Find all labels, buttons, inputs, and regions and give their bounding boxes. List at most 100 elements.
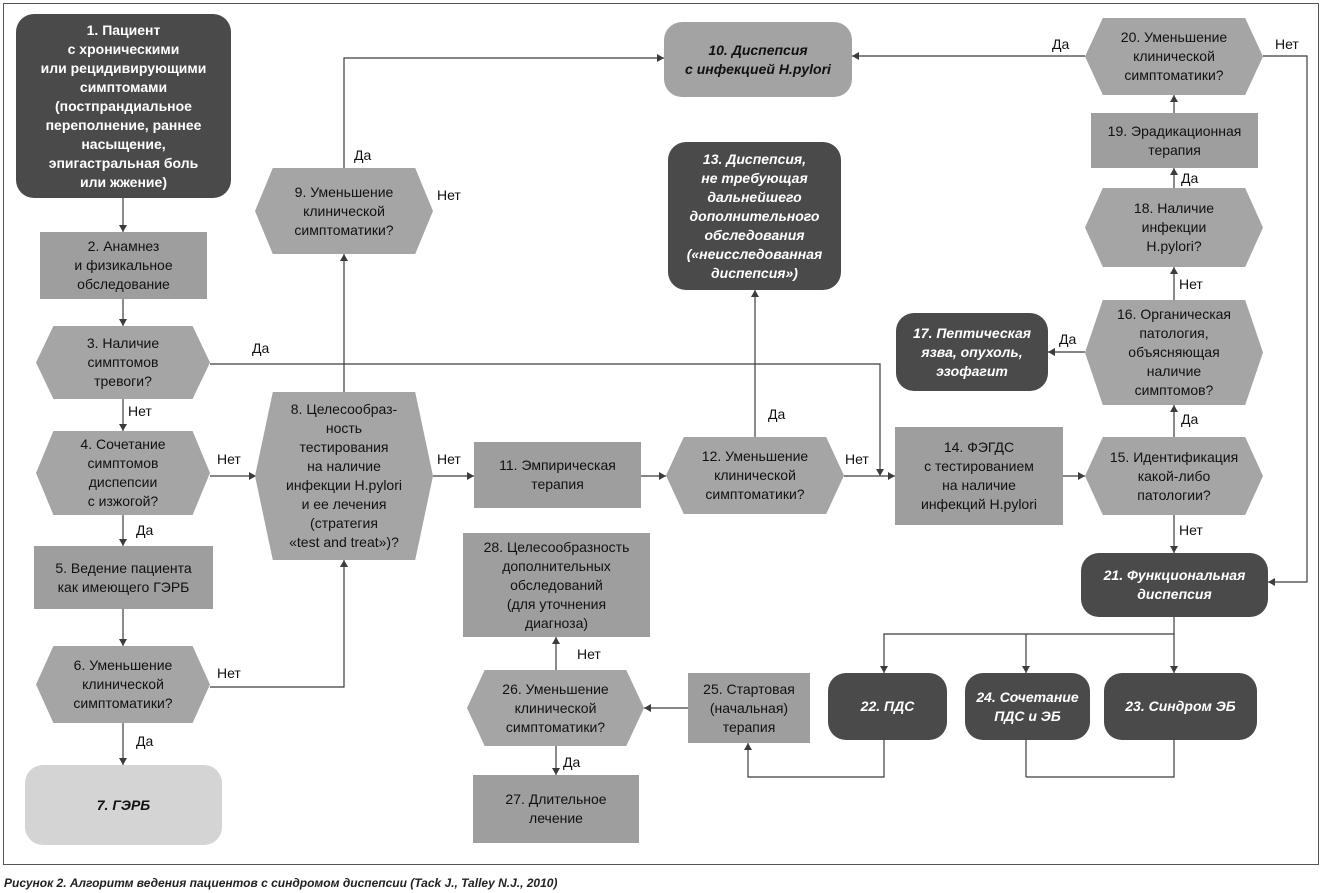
- label-26-yes: Да: [563, 754, 581, 770]
- arrowhead: [876, 469, 884, 476]
- node-12-symptom-relief: 12. Уменьшение клинической симптоматики?: [666, 437, 844, 514]
- edge-6-8: [210, 560, 345, 688]
- label-8-no: Нет: [437, 451, 461, 467]
- arrowhead: [1170, 95, 1178, 102]
- node-13-text: 13. Диспепсия, не требующая дальнейшего …: [686, 150, 823, 281]
- node-24-pds-eb-combo: 24. Сочетание ПДС и ЭБ: [965, 673, 1090, 740]
- node-18-hp-infection: 18. Наличие инфекции H.pylori?: [1085, 188, 1263, 267]
- node-27-long-term-treatment: 27. Длительное лечение: [473, 775, 639, 843]
- arrowhead: [1170, 405, 1178, 412]
- node-17-text: 17. Пептическая язва, опухоль, эзофагит: [913, 324, 1031, 379]
- node-26-text: 26. Уменьшение клинической симптоматики?: [502, 680, 609, 735]
- node-2-text: 2. Анамнез и физикальное обследование: [74, 238, 173, 292]
- arrowhead: [552, 637, 560, 644]
- edge-3-14: [210, 363, 881, 476]
- label-20-yes: Да: [1052, 36, 1070, 52]
- label-20-no: Нет: [1275, 36, 1299, 52]
- arrowhead: [888, 472, 895, 480]
- node-7-gerd: 7. ГЭРБ: [25, 765, 222, 845]
- label-3-no: Нет: [128, 403, 152, 419]
- node-23-text: 23. Синдром ЭБ: [1125, 698, 1236, 714]
- edge-21-branch: [883, 617, 1175, 673]
- arrowhead: [119, 639, 127, 646]
- arrowhead: [340, 560, 348, 567]
- node-5-gerd-management: 5. Ведение пациента как имеющего ГЭРБ: [34, 546, 213, 609]
- node-5-text: 5. Ведение пациента как имеющего ГЭРБ: [55, 559, 192, 595]
- node-11-text: 11. Эмпирическая терапия: [499, 457, 616, 492]
- arrowhead: [119, 225, 127, 232]
- node-28-text: 28. Целесообразность дополнительных обсл…: [483, 538, 630, 631]
- node-14-egd-testing: 14. ФЭГДС с тестированием на наличие инф…: [895, 427, 1063, 525]
- arrowhead: [467, 472, 474, 480]
- node-25-text: 25. Стартовая (начальная) терапия: [703, 680, 795, 735]
- label-4-no: Нет: [217, 451, 241, 467]
- arrowhead: [340, 254, 348, 261]
- node-8-test-and-treat: 8. Целесообраз- ность тестирования на на…: [255, 392, 433, 560]
- node-12-text: 12. Уменьшение клинической симптоматики?: [701, 448, 809, 502]
- node-22-pds: 22. ПДС: [828, 673, 947, 740]
- diagram-frame: [3, 3, 1319, 865]
- arrowhead: [249, 472, 256, 480]
- arrowhead: [659, 472, 666, 480]
- node-18-text: 18. Наличие инфекции H.pylori?: [1133, 200, 1215, 254]
- node-17-ulcer-tumor-esophagitis: 17. Пептическая язва, опухоль, эзофагит: [896, 313, 1048, 391]
- arrowhead: [1170, 666, 1178, 673]
- label-3-yes: Да: [252, 340, 270, 356]
- node-19-eradication-therapy: 19. Эрадикационная терапия: [1091, 113, 1258, 168]
- edge-23-25: [1026, 740, 1175, 778]
- arrowhead: [644, 704, 651, 712]
- label-16-no: Нет: [1179, 276, 1203, 292]
- arrowhead: [657, 54, 664, 62]
- node-7-text: 7. ГЭРБ: [96, 796, 151, 813]
- node-20-text: 20. Уменьшение клинической симптоматики?: [1120, 29, 1228, 83]
- arrowhead: [1048, 348, 1055, 356]
- node-8-text: 8. Целесообраз- ность тестирования на на…: [286, 401, 402, 550]
- arrowhead: [119, 539, 127, 546]
- label-15-no: Нет: [1179, 522, 1203, 538]
- arrowhead: [1268, 578, 1275, 586]
- node-1-text: 1. Пациент с хроническими или рецидивиру…: [40, 21, 207, 190]
- label-4-yes: Да: [136, 522, 154, 538]
- arrowhead: [119, 319, 127, 326]
- node-9-symptom-relief: 9. Уменьшение клинической симптоматики?: [255, 168, 433, 254]
- label-18-yes: Да: [1181, 170, 1199, 186]
- node-3-text: 3. Наличие симптомов тревоги?: [86, 335, 160, 389]
- arrowhead: [852, 52, 859, 60]
- node-4-text: 4. Сочетание симптомов диспепсии с изжог…: [80, 436, 166, 509]
- label-26-no: Нет: [577, 646, 601, 662]
- node-15-text: 15. Идентификация какой-либо патологии?: [1109, 448, 1239, 503]
- arrowhead: [880, 666, 888, 673]
- node-21-functional-dyspepsia: 21. Функциональная диспепсия: [1081, 553, 1268, 617]
- node-10-text: 10. Диспепсия с инфекцией H.pylori: [685, 41, 831, 77]
- node-27-text: 27. Длительное лечение: [505, 791, 607, 826]
- label-6-no: Нет: [217, 665, 241, 681]
- edge-9-10: [343, 57, 664, 168]
- arrowhead: [1170, 168, 1178, 175]
- arrowhead: [119, 758, 127, 765]
- node-20-symptom-relief: 20. Уменьшение клинической симптоматики?: [1085, 18, 1263, 95]
- arrowhead: [751, 290, 759, 297]
- label-15-yes: Да: [1181, 411, 1199, 427]
- node-25-initial-therapy: 25. Стартовая (начальная) терапия: [688, 673, 810, 743]
- node-1-patient: 1. Пациент с хроническими или рецидивиру…: [16, 14, 231, 198]
- label-12-no: Нет: [845, 451, 869, 467]
- arrowhead: [1170, 546, 1178, 553]
- node-10-hp-dyspepsia: 10. Диспепсия с инфекцией H.pylori: [664, 22, 852, 97]
- node-11-empiric-therapy: 11. Эмпирическая терапия: [474, 442, 641, 508]
- arrowhead: [1022, 666, 1030, 673]
- arrowhead: [744, 743, 752, 750]
- node-24-text: 24. Сочетание ПДС и ЭБ: [976, 688, 1079, 724]
- edge-22-25: [747, 740, 885, 778]
- node-6-text: 6. Уменьшение клинической симптоматики?: [73, 657, 173, 711]
- label-9-yes: Да: [354, 147, 372, 163]
- label-9-no: Нет: [437, 187, 461, 203]
- edge-20-21: [1263, 55, 1308, 583]
- node-21-text: 21. Функциональная диспепсия: [1103, 567, 1246, 602]
- arrowhead: [1078, 472, 1085, 480]
- node-15-pathology-identified: 15. Идентификация какой-либо патологии?: [1085, 437, 1263, 515]
- figure-caption: Рисунок 2. Алгоритм ведения пациентов с …: [4, 876, 558, 890]
- arrowhead: [119, 424, 127, 431]
- node-2-history: 2. Анамнез и физикальное обследование: [40, 232, 207, 299]
- node-13-uninvestigated-dyspepsia: 13. Диспепсия, не требующая дальнейшего …: [668, 142, 841, 290]
